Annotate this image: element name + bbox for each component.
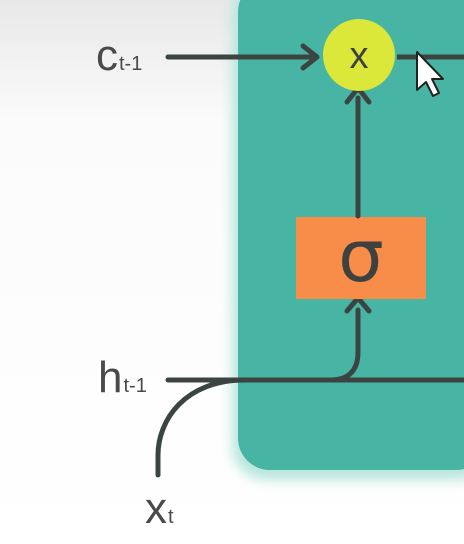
label-h-sub: t-1 xyxy=(123,375,147,397)
label-c-prev: ct-1 xyxy=(96,34,142,78)
label-h-main: h xyxy=(98,353,123,402)
sigma-symbol: σ xyxy=(338,214,384,298)
gate-input-line xyxy=(327,307,361,383)
label-c-sub: t-1 xyxy=(119,53,143,75)
input-merge-line xyxy=(155,377,248,478)
label-x-sub: t xyxy=(168,506,174,528)
mouse-pointer-icon xyxy=(416,51,444,97)
multiply-node xyxy=(323,19,395,91)
label-x-in: xt xyxy=(145,487,174,531)
label-c-main: c xyxy=(96,31,118,80)
sigma-gate xyxy=(296,217,426,299)
label-h-prev: ht-1 xyxy=(98,356,147,400)
cell-state-input-arrowhead xyxy=(300,43,320,71)
label-x-main: x xyxy=(145,484,167,533)
multiply-symbol: x xyxy=(350,35,369,77)
